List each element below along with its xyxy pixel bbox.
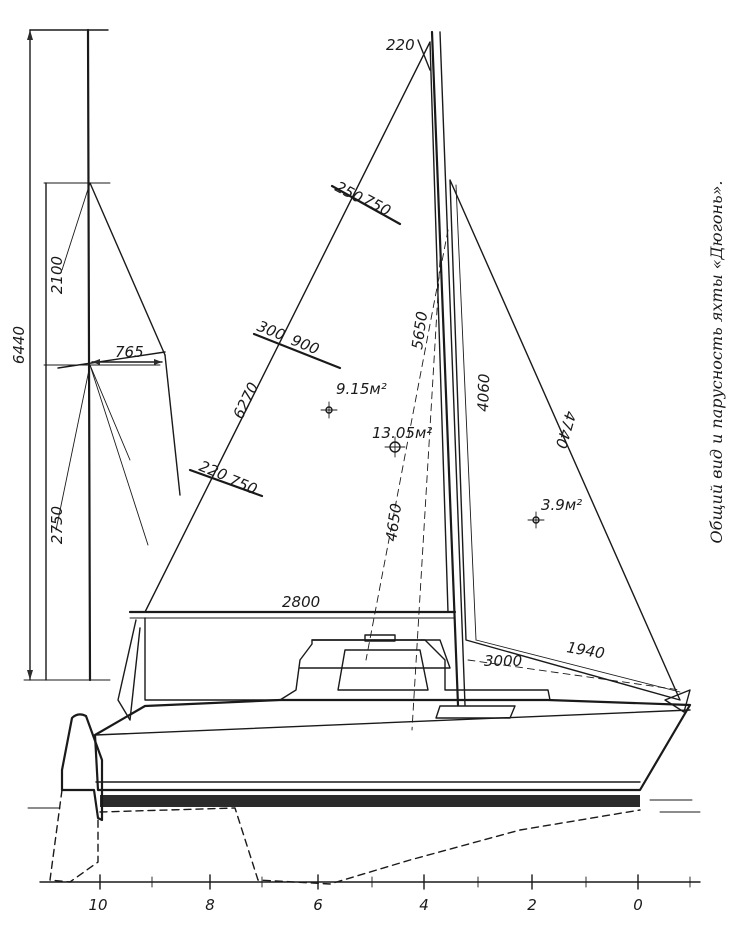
spreader-line bbox=[57, 351, 166, 369]
batten-top bbox=[330, 184, 402, 226]
jib-luff-inner bbox=[455, 184, 477, 641]
scale-tick-8: 8 bbox=[205, 896, 215, 914]
total-center-height-label: 4650 bbox=[382, 502, 405, 542]
jib bbox=[449, 179, 681, 701]
mainsail bbox=[144, 41, 449, 613]
jib-leech-label: 4060 bbox=[474, 373, 493, 412]
arrow-top bbox=[27, 30, 33, 40]
jib-luff-label: 4740 bbox=[552, 409, 580, 451]
lower-shroud-aft bbox=[89, 364, 149, 546]
scale-tick-0: 0 bbox=[633, 896, 643, 914]
stern-pulpit bbox=[117, 619, 141, 721]
keel-profile bbox=[99, 807, 641, 885]
upper-segment-label: 2100 bbox=[48, 256, 66, 294]
diagonal-shroud-upper bbox=[61, 182, 91, 271]
total-area-label: 13.05м² bbox=[372, 424, 432, 442]
jib-center-marker bbox=[527, 511, 545, 529]
sheer-line bbox=[94, 709, 691, 736]
dashed-line-2 bbox=[411, 259, 441, 731]
mainsail-center-marker bbox=[320, 401, 338, 419]
mast-aft-edge bbox=[439, 31, 466, 706]
cabin-window-front bbox=[337, 649, 429, 691]
scale-tick-4: 4 bbox=[419, 896, 429, 914]
spreader-label: 765 bbox=[115, 343, 144, 361]
lower-shroud-mid bbox=[89, 364, 131, 461]
dimension-labels: 220 250 750 300 900 220 750 6270 5650 28… bbox=[197, 36, 607, 670]
batten-mid-offset-label: 300 bbox=[255, 317, 288, 344]
mast-diagram: 6440 2100 2750 765 bbox=[10, 28, 181, 682]
rudder-underwater bbox=[49, 789, 99, 883]
hull-porthole bbox=[435, 705, 516, 719]
batten-mid-length-label: 900 bbox=[289, 331, 322, 358]
bow-fitting bbox=[664, 689, 691, 713]
mainsail-head bbox=[417, 39, 431, 71]
luff-length-label: 6270 bbox=[229, 380, 262, 422]
lower-shroud-fwd bbox=[55, 364, 91, 531]
upper-shroud bbox=[89, 182, 166, 356]
jib-foot-label: 1940 bbox=[565, 638, 606, 662]
mast-diagram-pole bbox=[86, 28, 92, 682]
dashed-line-1 bbox=[365, 229, 449, 661]
foot-length-label: 2800 bbox=[282, 593, 320, 611]
arrow-bottom bbox=[27, 670, 33, 680]
arrow-spreader-left bbox=[92, 359, 100, 365]
yacht-main bbox=[27, 30, 701, 885]
jib-foot-double bbox=[475, 639, 681, 693]
cabin-roof bbox=[299, 639, 451, 669]
jib-area-label: 3.9м² bbox=[541, 496, 582, 514]
boot-top-stripe bbox=[100, 795, 640, 807]
rudder bbox=[60, 713, 104, 822]
hatch-cover bbox=[364, 634, 396, 642]
dashed-foot bbox=[467, 659, 681, 691]
leech-length-label: 5650 bbox=[408, 310, 431, 350]
head-width-label: 220 bbox=[386, 36, 415, 54]
scale-tick-10: 10 bbox=[88, 896, 107, 914]
lower-segment-label: 2750 bbox=[48, 506, 66, 544]
length-scale: 10 8 6 4 2 0 bbox=[39, 874, 701, 914]
scale-tick-6: 6 bbox=[313, 896, 323, 914]
scale-tick-2: 2 bbox=[527, 896, 537, 914]
batten-mid bbox=[252, 332, 342, 370]
mainsail-area-label: 9.15м² bbox=[336, 380, 387, 398]
batten-top-length-label: 750 bbox=[360, 191, 394, 220]
total-center-marker bbox=[384, 436, 406, 458]
arrow-spreader-right bbox=[154, 359, 162, 365]
upper-shroud-lower bbox=[164, 354, 181, 496]
batten-low-offset-label: 220 bbox=[197, 457, 230, 484]
total-height-label: 6440 bbox=[10, 326, 28, 364]
batten-low bbox=[188, 468, 264, 498]
mast bbox=[430, 30, 460, 707]
hull bbox=[93, 698, 692, 792]
deck-length-label: 3000 bbox=[484, 652, 522, 670]
drawing-caption: Общий вид и парусность яхты «Дюгонь». bbox=[707, 181, 726, 544]
